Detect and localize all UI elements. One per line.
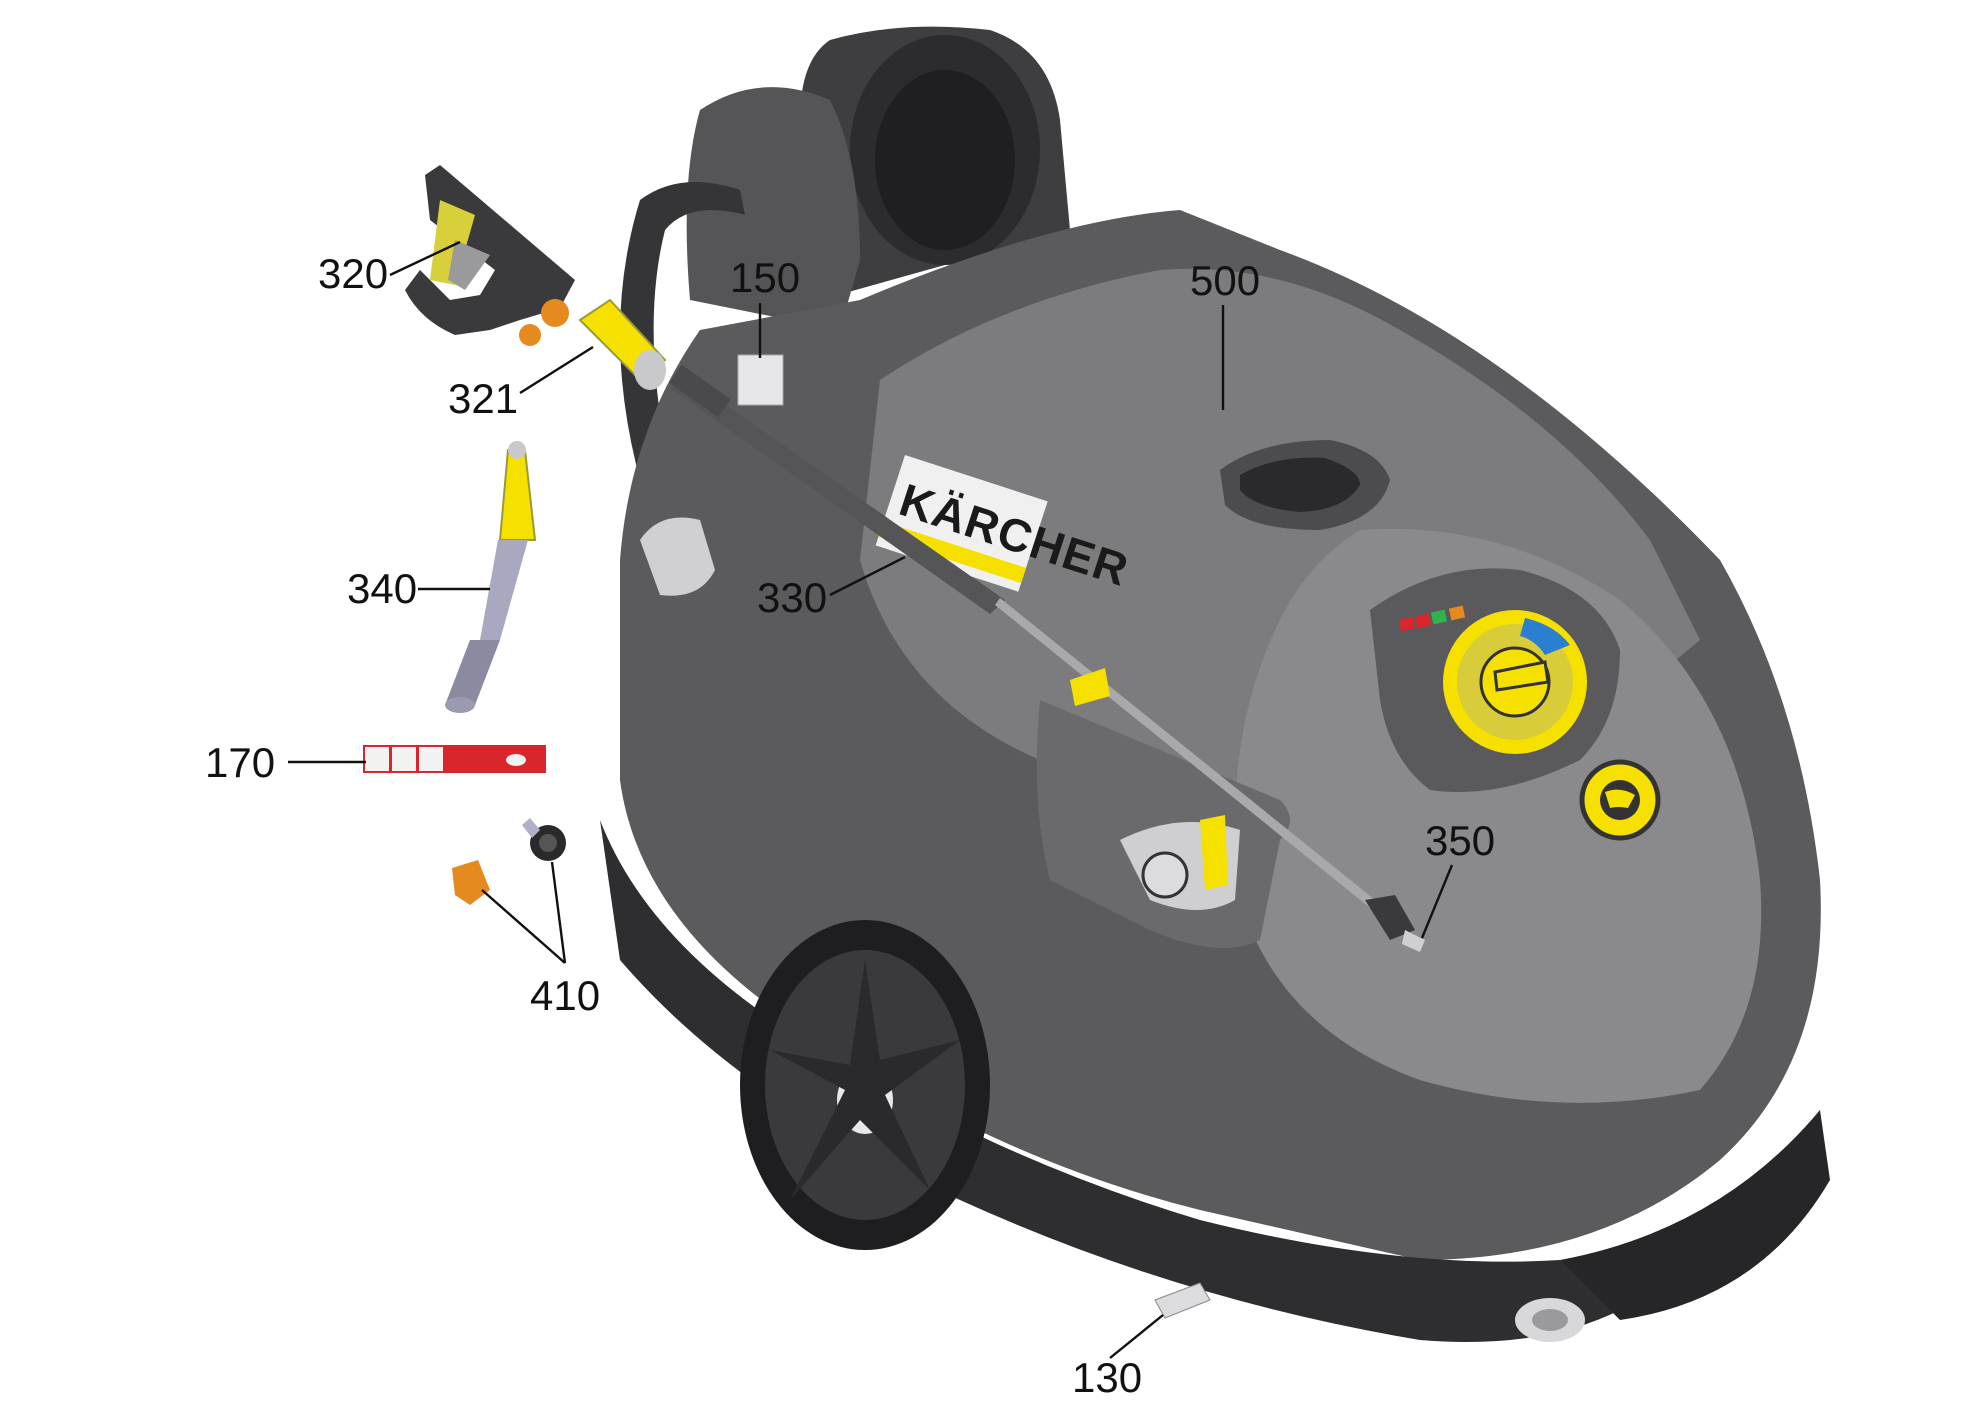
callout-350: 350 (1420, 817, 1495, 939)
callout-340: 340 (347, 565, 490, 612)
callout-label-350: 350 (1425, 817, 1495, 864)
coupling-parts-410 (452, 818, 566, 905)
indicator-light-red (1398, 616, 1416, 632)
callout-170: 170 (205, 739, 366, 786)
callout-label-410: 410 (530, 972, 600, 1019)
callout-label-321: 321 (448, 375, 518, 422)
wheel (740, 920, 990, 1250)
callout-label-130: 130 (1072, 1354, 1142, 1401)
decal-150 (737, 354, 784, 406)
callout-label-330: 330 (757, 574, 827, 621)
indicator-light-red-2 (1414, 613, 1432, 629)
lance-part-340 (445, 441, 537, 713)
indicator-light-green (1430, 609, 1448, 625)
callout-150: 150 (730, 254, 800, 358)
callout-320: 320 (318, 240, 461, 297)
callout-label-340: 340 (347, 565, 417, 612)
callout-130: 130 (1072, 1314, 1164, 1401)
spray-lance (669, 364, 1425, 952)
callout-label-170: 170 (205, 739, 275, 786)
callout-label-320: 320 (318, 250, 388, 297)
callout-500: 500 (1190, 257, 1260, 410)
pressure-washer-body: KÄRCHER (600, 26, 1830, 1342)
callout-410: 410 (481, 861, 600, 1019)
decal-strip-170 (363, 745, 546, 773)
callout-321: 321 (448, 345, 594, 422)
nozzle-321 (578, 298, 667, 390)
trigger-gun (405, 165, 575, 346)
callout-330: 330 (757, 555, 906, 621)
indicator-light-orange (1448, 605, 1466, 621)
type-plate-130 (1154, 1282, 1211, 1319)
callout-label-150: 150 (730, 254, 800, 301)
callout-label-500: 500 (1190, 257, 1260, 304)
